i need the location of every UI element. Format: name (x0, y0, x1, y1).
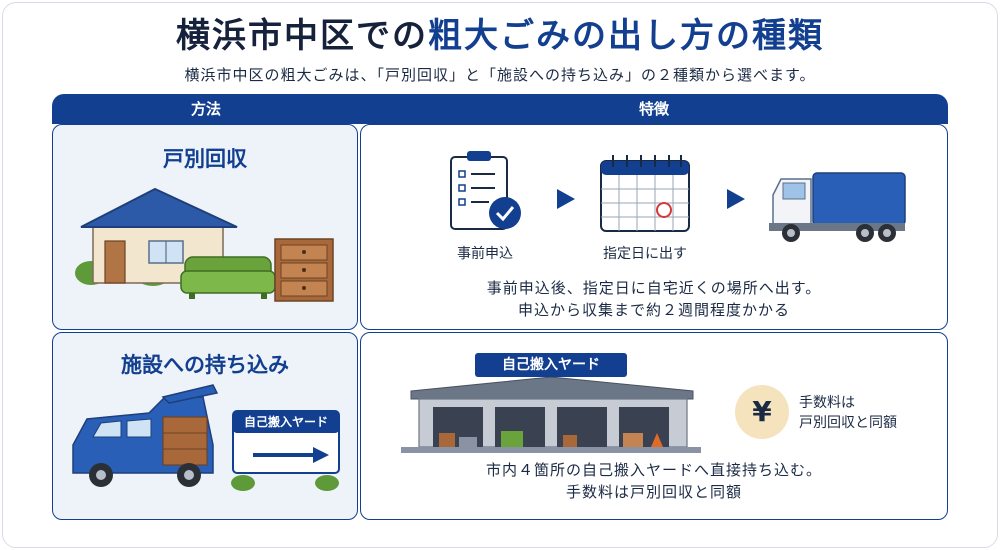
yard-direction-sign-text: 自己搬入ヤード (243, 415, 328, 429)
title-main: 横浜市中区での (176, 16, 428, 56)
door-to-door-description: 事前申込後、指定日に自宅近くの場所へ出す。 申込から収集まで約２週間程度かかる (361, 277, 947, 321)
door-to-door-method-panel: 戸別回収 (52, 124, 358, 330)
house-furniture-illustration (75, 187, 334, 302)
facility-desc-line1: 市内４箇所の自己搬入ヤードへ直接持ち込む。 (485, 461, 822, 479)
garbage-truck-icon (769, 172, 906, 242)
calendar-icon (600, 155, 690, 232)
fee-note-line1: 手数料は (799, 395, 855, 411)
header-feature: 特徴 (638, 100, 669, 118)
facility-method-panel: 施設への持ち込み 自己搬入ヤード (52, 332, 358, 520)
fee-note-line2: 戸別回収と同額 (799, 415, 897, 431)
header-method: 方法 (190, 100, 221, 118)
facility-feature-panel: 自己搬入ヤード ¥ 手数料は 戸別回収と同額 市内４箇所の自己搬入ヤードへ直接持… (360, 332, 948, 520)
clipboard-check-icon (450, 151, 521, 230)
yen-icon: ¥ (735, 385, 789, 439)
arrow-right-icon (727, 189, 745, 209)
yard-building-illustration (401, 353, 701, 453)
title-accent: 粗大ごみの出し方の種類 (428, 16, 824, 56)
facility-desc-line2: 手数料は戸別回収と同額 (565, 483, 742, 501)
facility-title: 施設への持ち込み (121, 353, 289, 377)
page-title: 横浜市中区での粗大ごみの出し方の種類 (0, 8, 1000, 57)
door-to-door-feature-panel: 事前申込 指定日に出す (360, 124, 948, 330)
arrow-right-icon (557, 189, 575, 209)
car-sign-illustration (72, 384, 340, 491)
facility-description: 市内４箇所の自己搬入ヤードへ直接持ち込む。 手数料は戸別回収と同額 (361, 459, 947, 503)
step-label-apply: 事前申込 (457, 246, 513, 262)
step-label-designated-day: 指定日に出す (603, 246, 687, 262)
door-to-door-title: 戸別回収 (163, 147, 247, 171)
yard-building-sign-text: 自己搬入ヤード (502, 357, 600, 373)
page-subtitle: 横浜市中区の粗大ごみは、「戸別回収」と「施設への持ち込み」の２種類から選べます。 (184, 66, 816, 84)
table-header: 方法 特徴 (52, 94, 948, 124)
door-to-door-desc-line1: 事前申込後、指定日に自宅近くの場所へ出す。 (486, 279, 822, 297)
fee-note: 手数料は 戸別回収と同額 (799, 393, 897, 433)
door-to-door-desc-line2: 申込から収集まで約２週間程度かかる (517, 301, 790, 319)
